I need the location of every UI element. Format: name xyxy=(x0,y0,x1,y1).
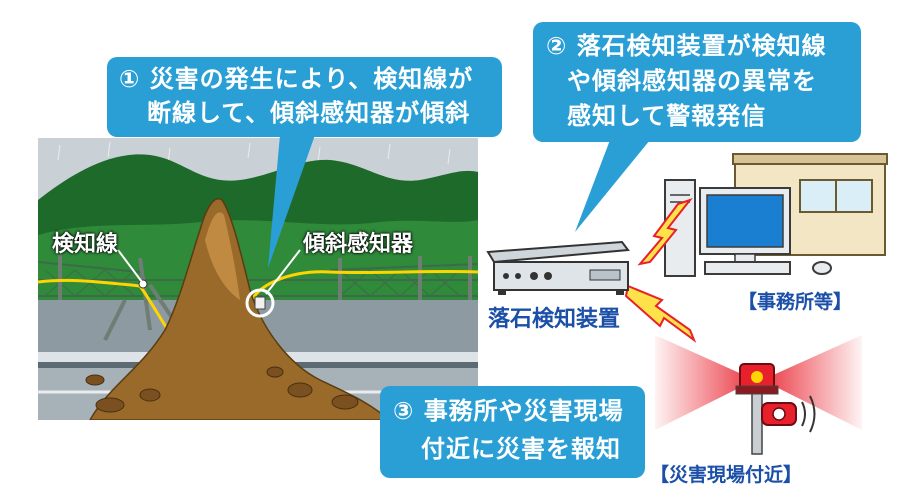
detection-wire-leader xyxy=(117,249,143,283)
callout1-tail xyxy=(268,135,315,268)
callout-step3 xyxy=(380,386,645,478)
callout-step3-line1: ③ 事務所や災害現場 xyxy=(393,394,624,428)
alarm-light-left xyxy=(655,335,755,430)
step2-line2-text: や傾斜感知器の異常を xyxy=(567,67,817,95)
lightning-to-site-icon xyxy=(624,284,697,343)
callout-step2 xyxy=(533,22,861,142)
detection-wire-label: 検知線 xyxy=(52,232,119,257)
lightning-to-office-icon xyxy=(637,197,693,266)
rocks xyxy=(85,366,359,413)
detection-wire-line xyxy=(38,269,478,306)
detector-device-label: 落石検知装置 xyxy=(488,307,621,332)
sound-waves-icon xyxy=(801,395,816,433)
callout2-tail xyxy=(575,140,650,232)
step1-line2-text: 断線して、傾斜感知器が傾斜 xyxy=(147,99,471,127)
rain-lines xyxy=(57,141,451,165)
tilt-sensor-highlight xyxy=(245,288,275,318)
office-label: 【事務所等】 xyxy=(738,291,853,313)
computer xyxy=(664,179,832,277)
step2-line1-text: 落石検知装置が検知線 xyxy=(576,32,827,60)
rubble-highlight xyxy=(205,212,240,300)
step2-number: ② xyxy=(546,32,568,60)
step3-line1-text: 事務所や災害現場 xyxy=(423,397,624,425)
site-label: 【災害現場付近】 xyxy=(650,464,803,486)
step1-line1-text: 災害の発生により、検知線が xyxy=(149,65,474,93)
tilt-sensor-device xyxy=(254,296,266,310)
site-scene xyxy=(38,138,478,420)
tilt-sensor-leader xyxy=(265,249,301,295)
rubble-mound xyxy=(89,198,392,420)
step2-line3-text: 感知して警報発信 xyxy=(567,102,767,130)
callout-step1-line1: ① 災害の発生により、検知線が xyxy=(119,62,473,96)
tilt-sensor-label: 傾斜感知器 xyxy=(303,232,414,257)
step3-line2-text: 付近に災害を報知 xyxy=(421,435,621,463)
alarm-light-right xyxy=(762,335,862,430)
callout-step2-line1: ② 落石検知装置が検知線 xyxy=(546,29,827,63)
alarm-device xyxy=(735,363,797,455)
detector-device xyxy=(486,240,630,295)
callout-step1 xyxy=(107,57,502,137)
step1-number: ① xyxy=(119,65,141,93)
step3-number: ③ xyxy=(393,397,415,425)
